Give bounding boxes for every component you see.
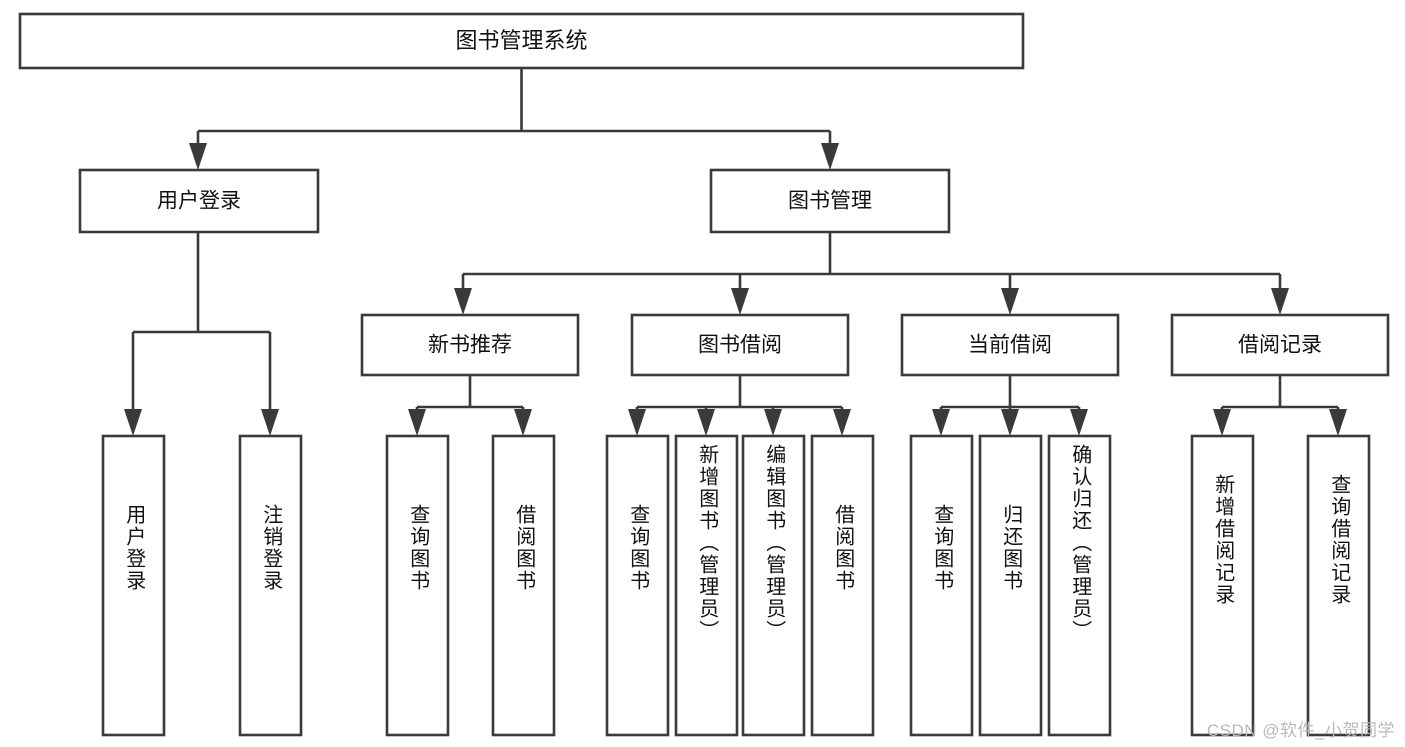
node-user-login[interactable]: 用户登录 <box>78 168 320 234</box>
connector-bookmgmt-to-level3 <box>454 232 1289 315</box>
arrow-head-icon <box>454 288 472 315</box>
connector-newbook-to-leaves <box>408 375 532 436</box>
node-book-borrow[interactable]: 图书借阅 <box>630 313 850 377</box>
node-book-borrow-label: 图书借阅 <box>698 334 782 357</box>
connector-root-to-level2 <box>189 68 839 170</box>
arrow-head-icon <box>261 409 279 436</box>
connector-currentborrow-to-leaves <box>932 375 1088 436</box>
arrow-head-icon <box>1329 409 1347 436</box>
arrow-head-icon <box>764 409 782 436</box>
arrow-head-icon <box>833 409 851 436</box>
arrow-head-icon <box>514 409 532 436</box>
node-book-management-label: 图书管理 <box>788 190 872 213</box>
arrow-head-icon <box>408 409 426 436</box>
leaf-box-query-book-2[interactable] <box>605 434 670 737</box>
leaf-box-borrow-book-1[interactable] <box>491 434 556 737</box>
arrow-head-icon <box>1070 409 1088 436</box>
arrow-head-icon <box>1001 288 1019 315</box>
leaf-box-add-borrow-record[interactable] <box>1190 434 1255 737</box>
node-root-label: 图书管理系统 <box>455 28 587 53</box>
leaf-box-edit-book-admin[interactable] <box>741 434 806 737</box>
arrow-head-icon <box>124 409 142 436</box>
connector-borrowrecords-to-leaves <box>1213 375 1347 436</box>
leaf-box-confirm-return-admin[interactable] <box>1047 434 1112 737</box>
leaf-box-borrow-book-2[interactable] <box>810 434 875 737</box>
arrow-head-icon <box>731 288 749 315</box>
node-borrow-records-label: 借阅记录 <box>1238 334 1322 357</box>
arrow-head-icon <box>189 143 207 170</box>
leaf-box-query-borrow-record[interactable] <box>1306 434 1371 737</box>
arrow-head-icon <box>1271 288 1289 315</box>
node-borrow-records[interactable]: 借阅记录 <box>1170 313 1390 377</box>
node-book-management[interactable]: 图书管理 <box>709 168 951 234</box>
leaf-box-user-login[interactable] <box>101 434 166 737</box>
leaf-box-logout[interactable] <box>238 434 303 737</box>
csdn-watermark: CSDN @软件_小贺同学 <box>1206 721 1395 740</box>
connector-bookborrow-to-leaves <box>628 375 851 436</box>
node-current-borrow[interactable]: 当前借阅 <box>900 313 1120 377</box>
node-current-borrow-label: 当前借阅 <box>968 334 1052 357</box>
arrow-head-icon <box>697 409 715 436</box>
leaf-box-query-book-3[interactable] <box>909 434 974 737</box>
arrow-head-icon <box>1001 409 1019 436</box>
arrow-head-icon <box>932 409 950 436</box>
leaf-box-return-book[interactable] <box>978 434 1043 737</box>
arrow-head-icon <box>628 409 646 436</box>
node-root[interactable]: 图书管理系统 <box>18 12 1025 70</box>
node-user-login-label: 用户登录 <box>157 190 241 213</box>
node-new-book-recommend-label: 新书推荐 <box>428 334 512 357</box>
arrow-head-icon <box>821 143 839 170</box>
leaf-box-query-book-1[interactable] <box>385 434 450 737</box>
arrow-head-icon <box>1213 409 1231 436</box>
connector-userlogin-to-leaves <box>124 232 279 436</box>
leaf-box-add-book-admin[interactable] <box>674 434 739 737</box>
node-new-book-recommend[interactable]: 新书推荐 <box>360 313 580 377</box>
